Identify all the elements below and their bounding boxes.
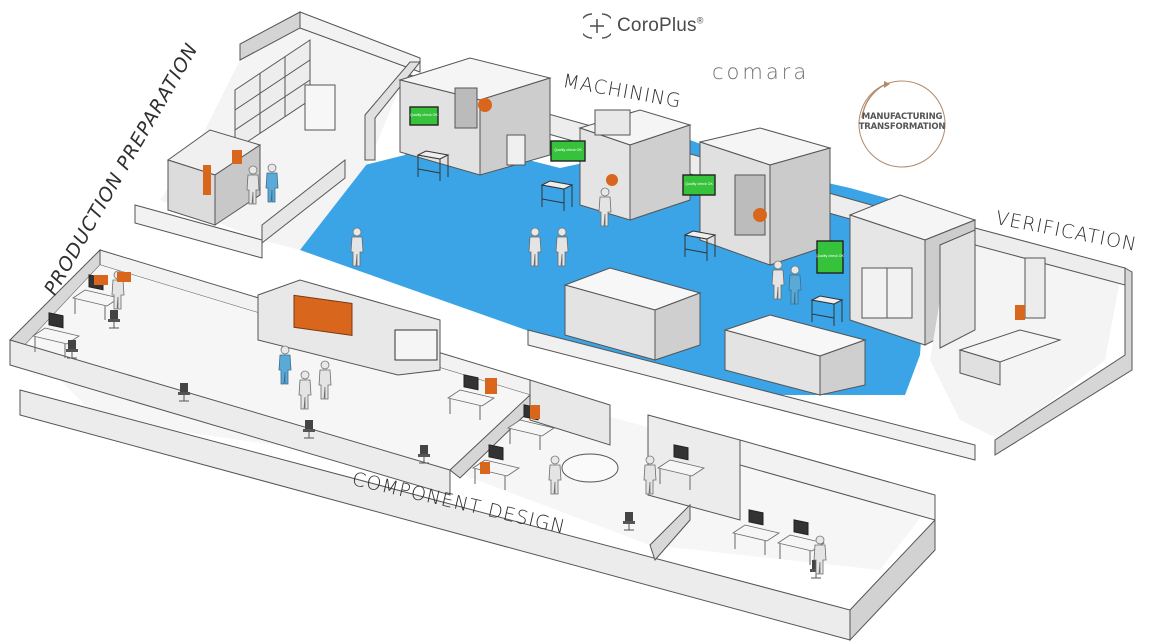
- orange-board: [293, 294, 353, 337]
- cmm-machine: [958, 257, 1062, 386]
- cnc-machine-1: [398, 57, 552, 176]
- coroplus-wordmark: CoroPlus®: [617, 15, 704, 36]
- wall-design-end: [849, 518, 936, 642]
- screen-label: Quality check OK: [554, 148, 582, 152]
- coroplus-logo: CoroPlus®: [583, 10, 704, 42]
- machine-enclosure-2: [723, 314, 867, 396]
- machine-enclosure-1: [563, 267, 702, 361]
- wall-verification-right: [994, 267, 1133, 456]
- wall-prep-corner: [239, 11, 301, 61]
- screen-label: Quality check OK: [410, 113, 438, 117]
- manufacturing-transformation-seal: [858, 80, 946, 168]
- coroplus-plus-icon: [583, 13, 611, 39]
- wall-machining-front: [527, 329, 976, 461]
- wall-prep-left: [134, 204, 263, 259]
- wall-prep-divider: [364, 61, 422, 161]
- wall-office-front: [9, 339, 451, 496]
- quality-screens: [409, 106, 844, 274]
- prep-machine: [166, 129, 262, 226]
- round-table: [561, 453, 619, 483]
- cnc-machine-3: [698, 127, 832, 266]
- wall-design-inner: [649, 503, 691, 561]
- office-floor: [25, 265, 530, 470]
- whiteboard: [394, 329, 438, 361]
- wall-prep-inner: [261, 158, 346, 245]
- screen-label: Quality check OK: [816, 254, 844, 258]
- monitor-screens: [94, 272, 540, 474]
- cnc-machine-2: [578, 109, 692, 221]
- storage-shelves: [234, 39, 336, 151]
- screen-label: Quality check OK: [685, 182, 713, 186]
- wall-verification-left: [939, 229, 976, 349]
- seal-text: MANUFACTURING TRANSFORMATION: [858, 112, 946, 132]
- comara-logo: comara: [712, 60, 810, 84]
